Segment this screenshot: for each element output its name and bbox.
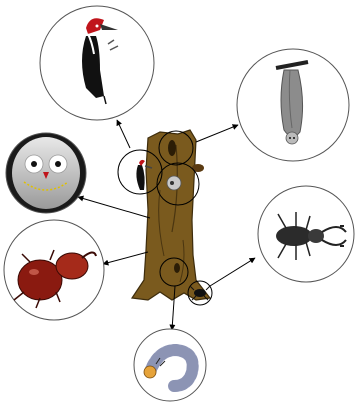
bat-node xyxy=(237,49,349,161)
arrow-bat xyxy=(196,125,238,142)
arrow-rhino-beetle xyxy=(103,252,148,264)
rhinoceros-beetle-node xyxy=(4,220,104,320)
arrow-woodpecker xyxy=(117,120,130,148)
tree-trunk-icon xyxy=(132,130,210,300)
larva-node xyxy=(134,329,206,401)
arrow-stag-beetle xyxy=(210,258,255,286)
owl-node xyxy=(6,133,86,213)
stag-beetle-node xyxy=(258,186,354,282)
arrow-owl xyxy=(78,197,150,218)
woodpecker-node xyxy=(40,6,154,120)
owl-icon xyxy=(12,137,80,209)
